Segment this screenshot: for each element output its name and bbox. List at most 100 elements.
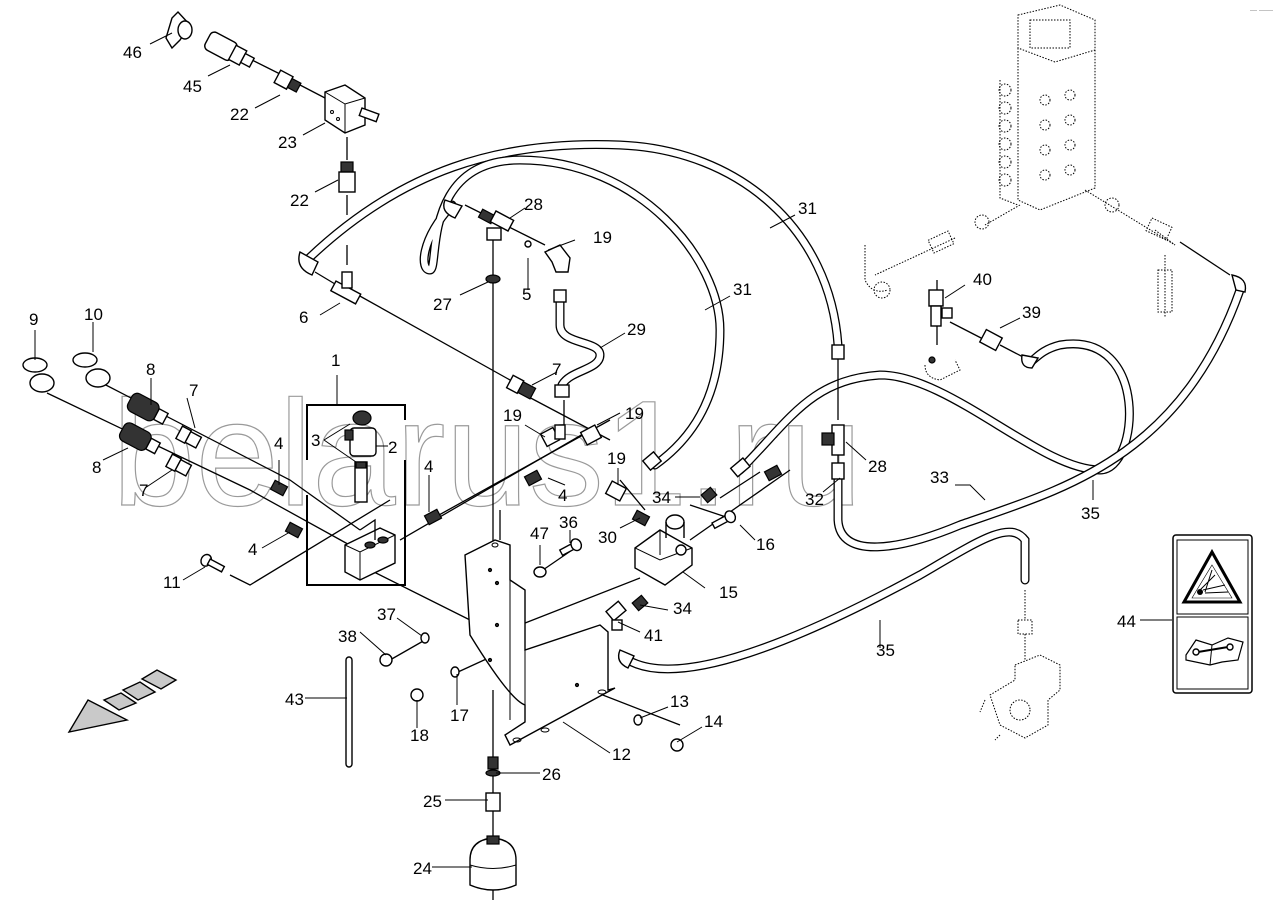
part-46-dust-cap [165, 10, 193, 50]
part-4-adapter-d [523, 469, 543, 487]
part-40-tee [928, 289, 953, 327]
service-manual-wrench-icon [1185, 637, 1244, 666]
part-38-nut [379, 653, 393, 667]
part-4-adapter-c [423, 508, 443, 526]
callout-23: 23 [278, 133, 297, 152]
callout-31-inner: 31 [733, 280, 752, 299]
callout-19-a: 19 [503, 406, 522, 425]
part-25-fitting [485, 792, 501, 812]
part-15-valve-block [634, 514, 693, 586]
part-1-valve-assembly-frame [306, 404, 406, 586]
callout-36: 36 [559, 513, 578, 532]
hose-29 [555, 290, 605, 390]
part-9-cap [22, 357, 55, 393]
part-adapter-right [763, 464, 783, 482]
callout-47: 47 [530, 524, 549, 543]
callout-16: 16 [756, 535, 775, 554]
part-28-tee-upper [443, 199, 515, 241]
callout-40: 40 [973, 270, 992, 289]
part-30-adapter [631, 509, 651, 527]
part-28-tee-lower [821, 344, 845, 456]
part-3-valve-cartridge [354, 461, 368, 503]
callout-19-upper: 19 [593, 228, 612, 247]
callout-43: 43 [285, 690, 304, 709]
callout-10: 10 [84, 305, 103, 324]
part-24-accumulator [469, 835, 517, 891]
callout-14: 14 [704, 712, 723, 731]
callout-15: 15 [719, 583, 738, 602]
part-45-quick-coupling [204, 31, 256, 69]
callout-4-d: 4 [558, 486, 567, 505]
callout-25: 25 [423, 792, 442, 811]
callout-19-c: 19 [607, 449, 626, 468]
callout-38: 38 [338, 627, 357, 646]
callout-labels: 46 45 22 23 22 6 28 19 27 5 31 31 29 7 9… [29, 43, 1136, 878]
control-valve-block [864, 4, 1176, 318]
part-36-bolt [558, 538, 583, 557]
callout-8-lower: 8 [92, 458, 101, 477]
part-39-nut [978, 328, 1004, 352]
callout-29: 29 [627, 320, 646, 339]
part-47-spacer [533, 566, 547, 578]
callout-17: 17 [450, 706, 469, 725]
part-16-bolt [711, 510, 737, 530]
part-19-elbow-b [579, 424, 603, 446]
part-19-elbow-upper [543, 244, 571, 303]
callout-45: 45 [183, 77, 202, 96]
callout-27: 27 [433, 295, 452, 314]
part-23-valve-block [324, 84, 380, 134]
part-5-oring [524, 240, 532, 248]
callout-3: 3 [311, 431, 320, 450]
watermark-text: belarus1.ru [112, 369, 862, 537]
callout-2: 2 [388, 438, 397, 457]
callout-22-lower: 22 [290, 191, 309, 210]
explosion-warning-icon [1181, 548, 1243, 604]
callout-13: 13 [670, 692, 689, 711]
part-19-elbow-c [604, 480, 628, 502]
part-14-nut [670, 738, 684, 752]
part-19-elbow-a [539, 424, 566, 448]
callout-19-b: 19 [625, 404, 644, 423]
hose-35-upper [833, 285, 1245, 552]
part-29-hose-end [554, 384, 570, 398]
part-hose-end-35 [1231, 274, 1247, 293]
callout-31-outer: 31 [798, 199, 817, 218]
hose-33 [735, 339, 1134, 475]
part-18-nut [410, 688, 424, 702]
callout-33: 33 [930, 468, 949, 487]
part-34-adapter-upper [700, 486, 718, 504]
callout-4-c: 4 [424, 457, 433, 476]
part-12-bracket [464, 539, 616, 746]
callout-32: 32 [805, 490, 824, 509]
callout-35-lower: 35 [876, 641, 895, 660]
callout-37: 37 [377, 605, 396, 624]
part-17-washer [450, 666, 460, 678]
part-26-adapter [485, 756, 501, 777]
callout-9: 9 [29, 310, 38, 329]
callout-1: 1 [331, 351, 340, 370]
callout-7-middle: 7 [552, 360, 561, 379]
callout-30: 30 [598, 528, 617, 547]
callout-4-b: 4 [248, 540, 257, 559]
part-31-hose-end-a [641, 450, 663, 472]
callout-26: 26 [542, 765, 561, 784]
callout-7-lower: 7 [139, 481, 148, 500]
part-22-adapter-lower [338, 161, 356, 193]
part-elbow-dotted [924, 356, 961, 381]
callout-22-upper: 22 [230, 105, 249, 124]
hose-35-lower [623, 527, 1030, 674]
callout-5: 5 [522, 285, 531, 304]
callout-7-upper: 7 [189, 381, 198, 400]
callout-4-a: 4 [274, 434, 283, 453]
part-32-hose-end [831, 462, 845, 480]
leader-lines [34, 32, 1172, 868]
hose-31-outer [300, 140, 843, 350]
hose-31-inner [419, 155, 725, 470]
part-2-solenoid [344, 410, 377, 457]
part-10-cap [72, 352, 111, 388]
callout-35-upper: 35 [1081, 504, 1100, 523]
callout-18: 18 [410, 726, 429, 745]
part-hose-end-39 [1021, 354, 1040, 369]
part-7-nut-upper [174, 425, 203, 449]
